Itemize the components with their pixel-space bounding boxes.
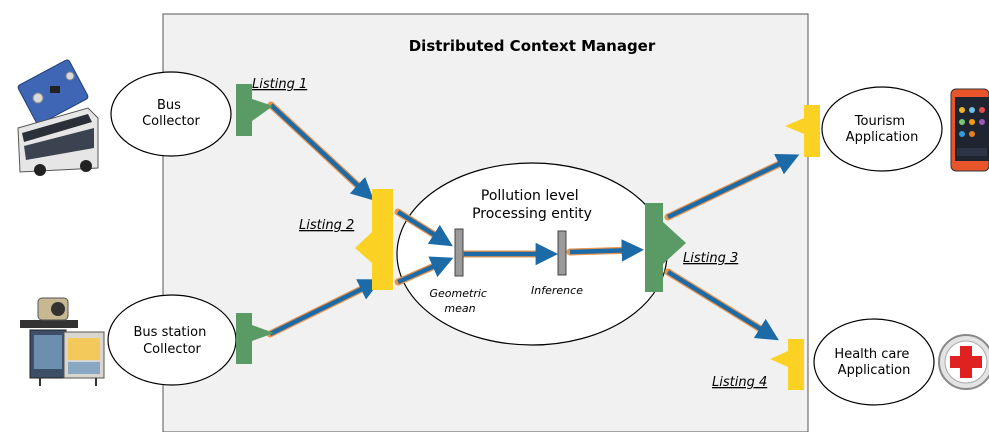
arrow-listing2-to-geomean-upper [394,208,453,247]
arrow-bus-to-listing2 [267,101,374,201]
health-application-node [813,318,935,406]
processing-entity-label: Pollution level Processing entity [472,188,592,222]
listing-3-label: Listing 3 [683,251,738,266]
arrow-listing3-to-health [664,268,779,341]
bus-collector-label: Bus Collector [142,98,200,129]
tourism-application-node [821,86,943,172]
bus-station-collector-node [107,294,237,386]
arrow-inference-to-listing3 [566,239,645,262]
inference-filter [557,230,567,276]
geometric-mean-label: Geometric mean [430,287,491,315]
arrow-listing3-to-tourism [664,154,800,221]
tourism-consumer-port [785,105,820,157]
arrow-busstation-to-listing2 [266,279,382,338]
listing-2-label: Listing 2 [299,218,354,233]
flow-arrows [266,101,800,341]
bus-station-collector-label: Bus station Collector [134,325,211,357]
tourism-application-label: Tourism Application [846,114,919,145]
listing-1-label: Listing 1 [252,77,307,92]
bus-station-with-sensor-icon [20,297,105,386]
bus-collector-node [110,71,232,157]
bus-with-sensor-board-icon [17,59,99,176]
geometric-mean-filter [454,228,464,277]
smartphone-icon [950,88,989,172]
bus-collector-provider-port [236,84,273,136]
health-consumer-port [770,339,804,390]
bus-station-provider-port [236,313,274,364]
health-cross-icon [938,334,989,390]
inference-label: Inference [531,284,583,297]
panel-title: Distributed Context Manager [409,37,656,55]
arrow-listing2-to-geomean-lower [394,256,454,286]
listing-4-label: Listing 4 [712,375,767,390]
health-application-label: Health care Application [834,347,913,378]
listing3-provider-port [645,203,686,292]
listing2-consumer-port [355,189,393,290]
